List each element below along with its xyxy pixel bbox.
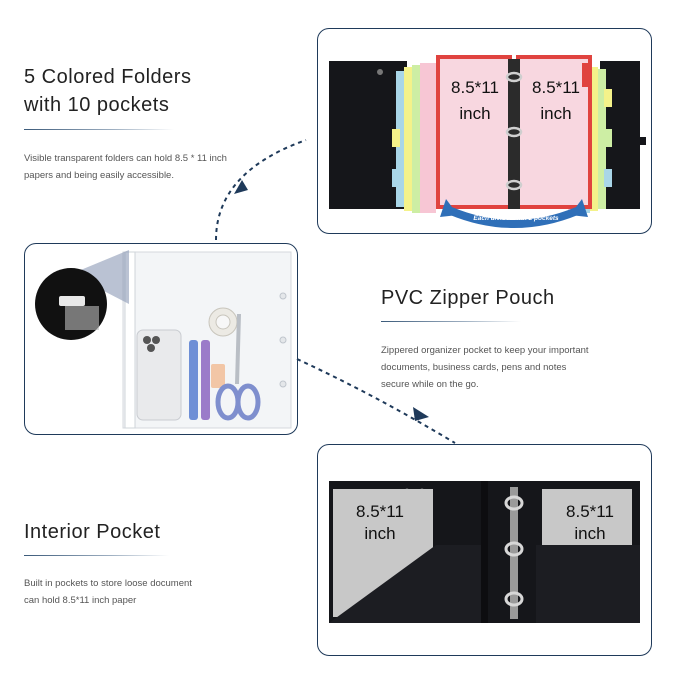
interior-pocket-photo-card: 8.5*11 inch 8.5*11 inch (317, 444, 652, 656)
colored-folders-photo (329, 55, 646, 228)
pouch-hole-2 (279, 336, 287, 344)
pocket-left-size-line1: 8.5*11 (356, 502, 404, 521)
double-curved-arrow (449, 207, 579, 228)
connector-arrowhead-top (234, 180, 248, 194)
zipper-pouch-photo-card (24, 243, 298, 435)
ring-middle (504, 541, 524, 557)
section1-divider (24, 129, 174, 130)
eraser-icon (211, 364, 225, 388)
folder-left-size-line2: inch (459, 104, 491, 123)
binder-spine-interior (481, 481, 488, 623)
interior-pocket-photo (329, 481, 640, 623)
section2-description-line3: secure while on the go. (381, 379, 479, 390)
divider-left-pink (420, 63, 436, 213)
pouch-zipper (124, 251, 136, 429)
section2-heading: PVC Zipper Pouch (381, 287, 555, 309)
binder-ring-middle (505, 126, 523, 138)
section1-description-line1: Visible transparent folders can hold 8.5… (24, 153, 227, 164)
section3-description-line1: Built in pockets to store loose document (24, 578, 192, 589)
section3-description-line2: can hold 8.5*11 inch paper (24, 595, 137, 606)
pocket-right-size-label: 8.5*11 inch (550, 501, 630, 545)
red-tab-top (582, 63, 590, 87)
section1-heading-line2: with 10 pockets (24, 94, 170, 116)
marker-blue-icon (189, 340, 198, 420)
zoom-zipper-track (65, 306, 99, 330)
binder-ring-top (505, 71, 523, 83)
colored-folders-photo-card: 8.5*11 inch 8.5*11 inch Each divider wit… (317, 28, 652, 234)
folder-right-size-line2: inch (540, 104, 572, 123)
connector-arrowhead-bottom (413, 407, 429, 421)
phone-camera-1 (143, 336, 151, 344)
dashed-connector-bottom (296, 358, 456, 444)
folder-left-size-label: 8.5*11 inch (442, 77, 508, 125)
phone-camera-2 (152, 336, 160, 344)
binder-snap-button (377, 69, 383, 75)
binder-spine (508, 59, 520, 209)
ring-bottom (504, 591, 524, 607)
phone-camera-3 (147, 344, 155, 352)
section2-description-line1: Zippered organizer pocket to keep your i… (381, 345, 589, 356)
binder-strap (640, 137, 646, 145)
ring-top (504, 495, 524, 511)
zipper-pouch-photo (35, 250, 292, 429)
section2-divider (381, 321, 521, 322)
zoom-beam (71, 250, 129, 304)
section2-description: Zippered organizer pocket to keep your i… (381, 342, 661, 393)
binder-ring-bottom (505, 179, 523, 191)
folder-right-size-line1: 8.5*11 (532, 78, 580, 97)
scissors-handle-right (235, 383, 261, 421)
pocket-flap-left (329, 545, 481, 623)
tab-left-1 (392, 169, 400, 187)
pocket-left-size-line2: inch (364, 524, 396, 543)
folder-right-size-label: 8.5*11 inch (522, 77, 590, 125)
tab-right-3 (604, 169, 612, 187)
section2-description-line2: documents, business cards, pens and note… (381, 362, 567, 373)
scissors-blade (235, 313, 241, 385)
dashed-connector-top (215, 139, 307, 241)
section1-description-line2: papers and being easily accessible. (24, 170, 174, 181)
section3-description: Built in pockets to store loose document… (24, 575, 284, 609)
section3-divider (24, 555, 169, 556)
pocket-left-size-label: 8.5*11 inch (340, 501, 420, 545)
marker-purple-icon (201, 340, 210, 420)
folder-left-size-line1: 8.5*11 (451, 78, 499, 97)
section3-heading: Interior Pocket (24, 521, 161, 543)
section1-description: Visible transparent folders can hold 8.5… (24, 150, 294, 184)
pouch-hole-3 (279, 380, 287, 388)
red-divider-right-page (516, 55, 592, 209)
arrow-caption: Each divider with 2 pockets (473, 215, 559, 222)
pocket-right-size-line2: inch (574, 524, 606, 543)
zoom-zipper-pull (59, 296, 85, 306)
arrow-head-right (570, 199, 588, 217)
pouch-hole-1 (279, 292, 287, 300)
tab-left-2 (392, 129, 400, 147)
phone-icon (136, 329, 182, 421)
pocket-right-size-line1: 8.5*11 (566, 502, 614, 521)
tape-roll-core (215, 314, 231, 330)
arrow-head-left (440, 199, 458, 217)
pocket-slant-right (536, 545, 618, 623)
section1-heading-line1: 5 Colored Folders (24, 66, 192, 88)
tab-right-1 (604, 89, 612, 107)
section1-heading: 5 Colored Folders with 10 pockets (24, 63, 191, 119)
ring-metal-bar (510, 487, 518, 619)
tab-right-2 (604, 129, 612, 147)
